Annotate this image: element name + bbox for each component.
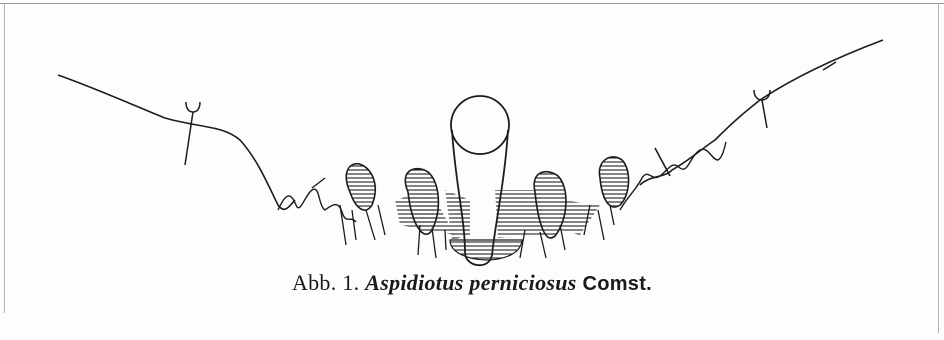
- caption-author: Comst.: [582, 273, 652, 295]
- figure-caption: Abb. 1. Aspidiotus perniciosus Comst.: [0, 270, 944, 296]
- left-hook-hair: [185, 102, 200, 165]
- central-scale-base: [450, 240, 522, 260]
- tissue-right: [620, 142, 726, 210]
- caption-label: Abb. 1.: [292, 270, 360, 295]
- caption-species: Aspidiotus perniciosus: [365, 270, 576, 295]
- bark-surface-line: [58, 40, 883, 209]
- bark-gap-line: [823, 62, 836, 70]
